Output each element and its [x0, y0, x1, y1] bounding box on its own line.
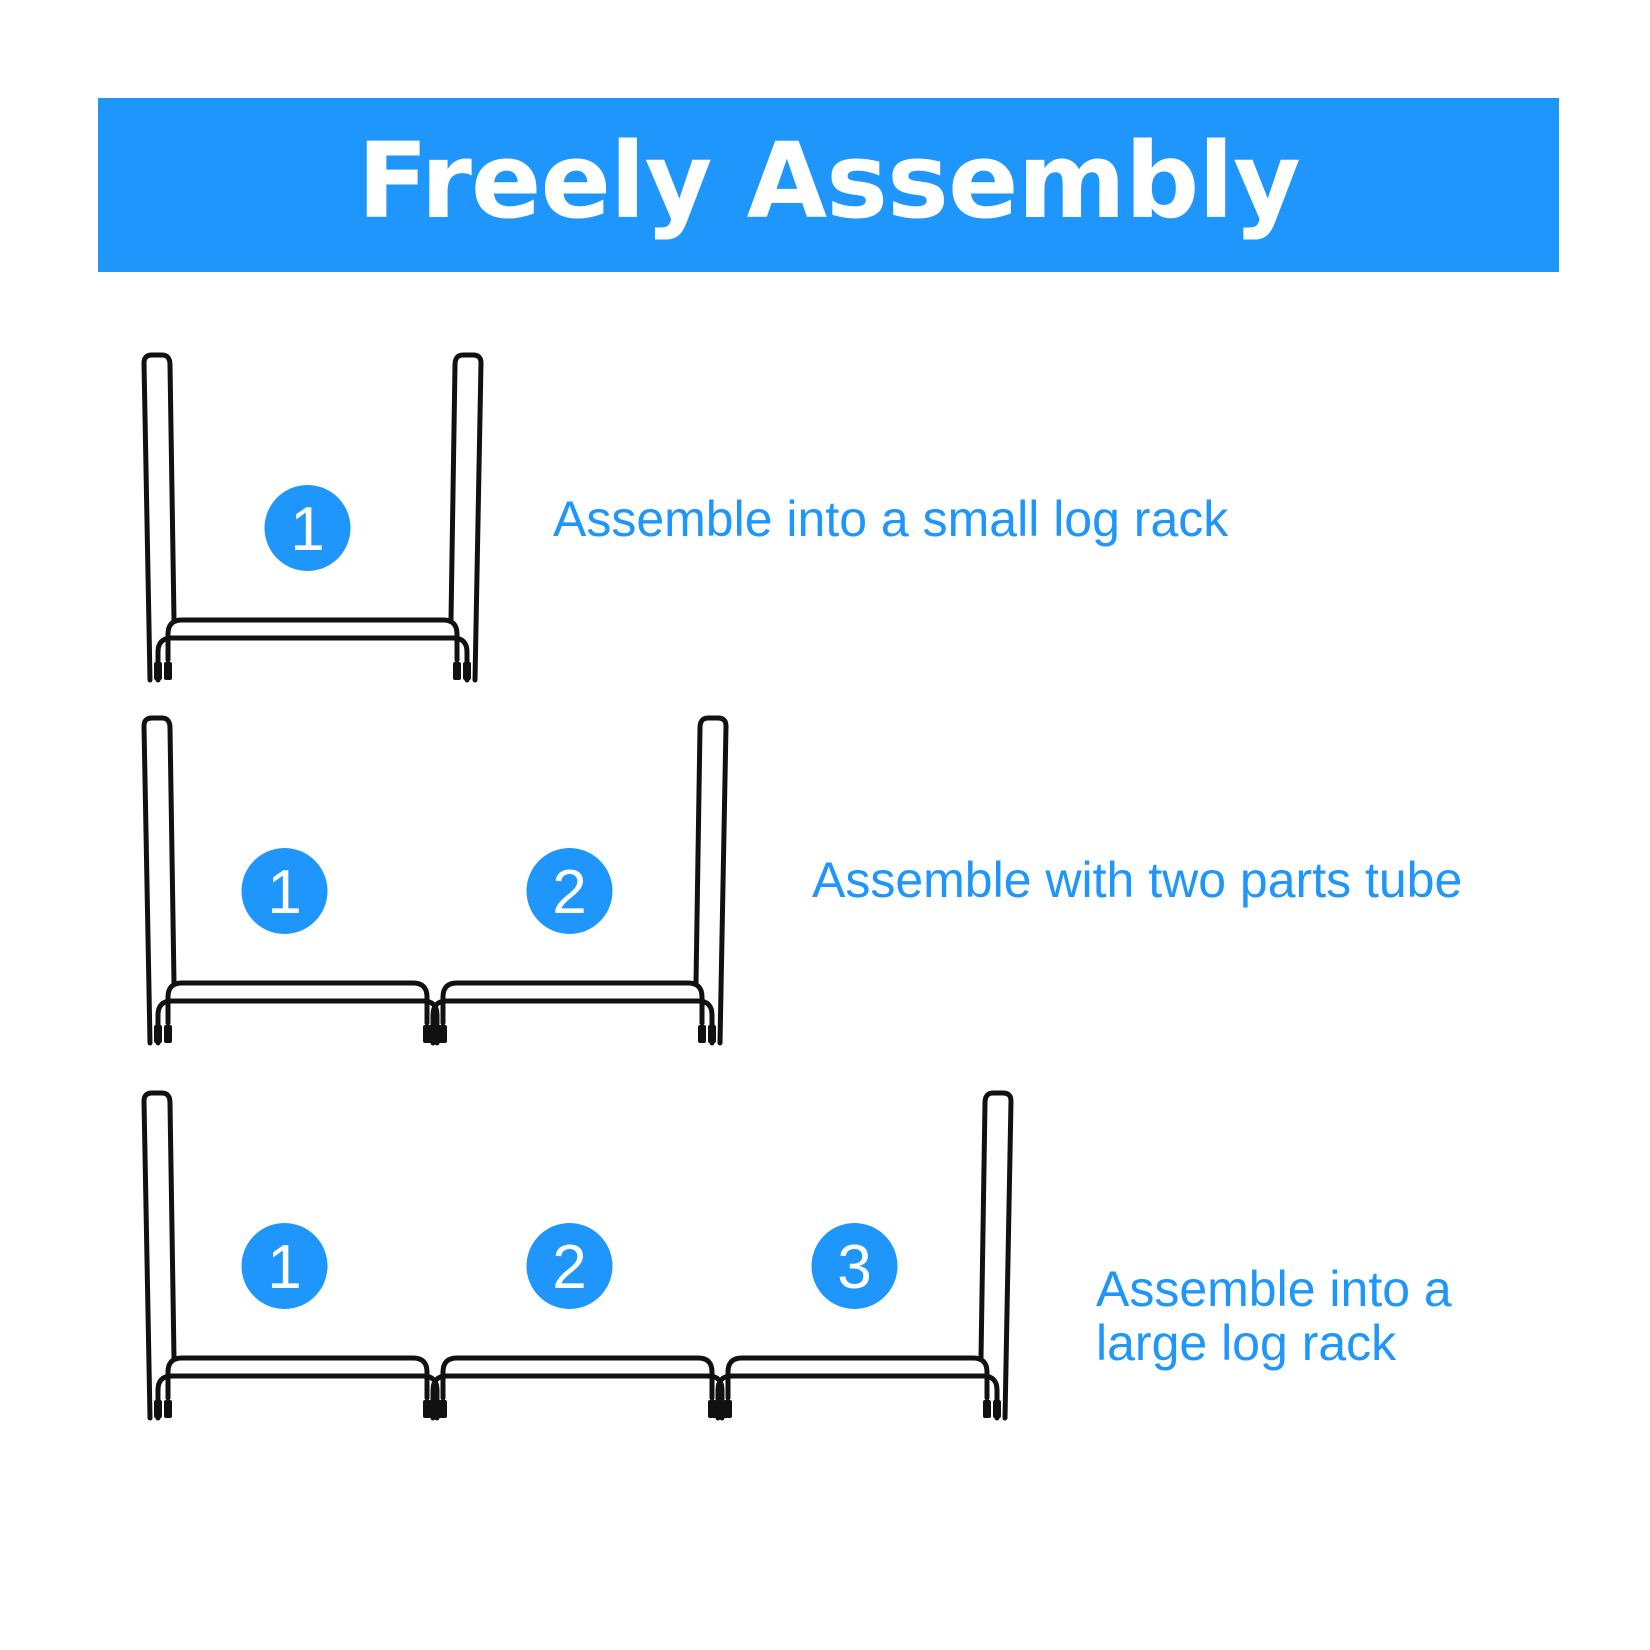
base-rail-lower-2 — [430, 998, 715, 1046]
log-rack-3: 1 2 3 — [141, 1090, 1014, 1421]
section-badge-1: 1 — [241, 1223, 328, 1309]
section-badge-2: 2 — [526, 848, 613, 934]
page-title: Freely Assembly — [357, 120, 1300, 242]
left-upright — [141, 715, 177, 1046]
foot-2-2 — [429, 1025, 437, 1043]
section-number-label: 3 — [837, 1233, 871, 1302]
base-rail-upper-1 — [165, 980, 430, 1026]
foot-2-3 — [698, 1025, 706, 1043]
foot-1-1 — [164, 1025, 172, 1043]
base-rail-lower-1 — [155, 998, 440, 1046]
section-badge-circle — [526, 1223, 613, 1309]
foot-3-4 — [993, 1400, 1001, 1418]
section-badge-3: 3 — [811, 1223, 898, 1309]
base-rail-upper-3 — [725, 1355, 990, 1401]
caption-small-rack-line-1: Assemble into a small log rack — [553, 491, 1229, 547]
base-rail-lower-2 — [430, 1373, 725, 1421]
section-badge-circle — [264, 485, 351, 571]
caption-small-rack: Assemble into a small log rack — [553, 492, 1228, 546]
base-rail-upper-2 — [440, 980, 705, 1026]
foot-3-2 — [714, 1400, 722, 1418]
section-number-label: 2 — [552, 858, 586, 927]
section-badge-2: 2 — [526, 1223, 613, 1309]
foot-2-4 — [708, 1025, 716, 1043]
base-rail-upper-1 — [165, 617, 460, 663]
foot-2-1 — [439, 1400, 447, 1418]
section-badge-1: 1 — [264, 485, 351, 571]
caption-two-parts: Assemble with two parts tube — [812, 853, 1462, 907]
foot-1-3 — [453, 662, 461, 680]
section-number-label: 1 — [267, 858, 301, 927]
left-upright — [141, 1090, 177, 1421]
caption-large-rack-line-2: large log rack — [1096, 1315, 1397, 1371]
section-badge-circle — [241, 848, 328, 934]
foot-1-2 — [154, 1400, 162, 1418]
section-badge-circle — [526, 848, 613, 934]
caption-large-rack-line-1: Assemble into a — [1096, 1261, 1452, 1317]
right-upright — [693, 715, 729, 1046]
foot-1-4 — [463, 662, 471, 680]
foot-2-1 — [439, 1025, 447, 1043]
foot-1-2 — [154, 662, 162, 680]
base-rail-lower-1 — [155, 1373, 440, 1421]
base-rail-lower-1 — [155, 635, 470, 683]
foot-1-1 — [164, 1400, 172, 1418]
base-rail-lower-3 — [715, 1373, 1000, 1421]
foot-1-1 — [164, 662, 172, 680]
foot-1-2 — [154, 1025, 162, 1043]
log-rack-1: 1 — [141, 352, 484, 683]
base-rail-upper-1 — [165, 1355, 430, 1401]
foot-2-2 — [429, 1400, 437, 1418]
caption-two-parts-line-1: Assemble with two parts tube — [812, 852, 1463, 908]
section-badge-circle — [811, 1223, 898, 1309]
section-number-label: 1 — [267, 1233, 301, 1302]
title-banner: Freely Assembly — [98, 98, 1559, 272]
caption-large-rack: Assemble into a large log rack — [1096, 1262, 1452, 1370]
section-number-label: 1 — [290, 495, 324, 564]
right-upright — [448, 352, 484, 683]
section-badge-1: 1 — [241, 848, 328, 934]
base-rail-upper-2 — [440, 1355, 715, 1401]
left-upright — [141, 352, 177, 683]
section-badge-circle — [241, 1223, 328, 1309]
foot-3-3 — [983, 1400, 991, 1418]
section-number-label: 2 — [552, 1233, 586, 1302]
foot-3-1 — [724, 1400, 732, 1418]
right-upright — [978, 1090, 1014, 1421]
